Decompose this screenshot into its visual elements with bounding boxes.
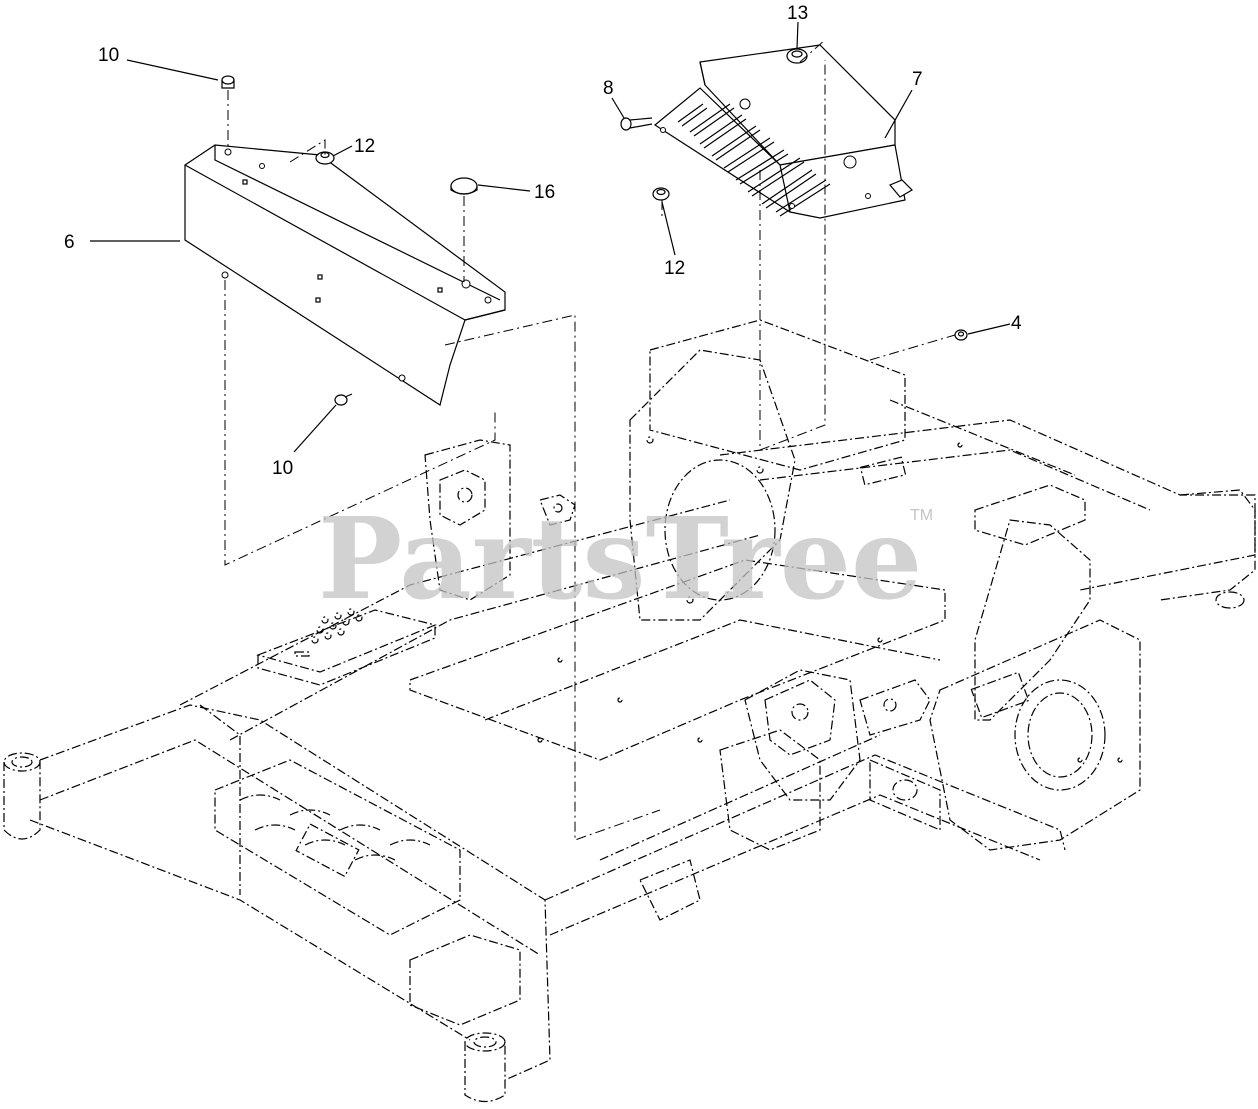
callout-16: 16 xyxy=(534,182,555,203)
part-7-slotted-cover xyxy=(653,44,913,219)
part-6-cover-panel xyxy=(184,144,506,406)
partstree-watermark: PartsTree TM xyxy=(318,494,933,625)
callout-4: 4 xyxy=(1011,313,1022,334)
callout-7: 7 xyxy=(912,69,923,90)
callout-12-left: 12 xyxy=(354,136,375,157)
callout-12-right: 12 xyxy=(664,258,685,279)
callout-8: 8 xyxy=(603,78,614,99)
part-12-grommet-right xyxy=(652,187,670,201)
callout-10-top: 10 xyxy=(98,45,119,66)
callout-labels: 10 12 16 6 10 13 8 7 12 4 xyxy=(64,3,1022,479)
part-13-grommet xyxy=(786,48,808,64)
mower-frame xyxy=(3,319,1256,1103)
part-12-grommet-left xyxy=(315,151,335,165)
leader-lines xyxy=(90,21,1011,453)
watermark-text: PartsTree xyxy=(318,494,922,625)
alignment-lines xyxy=(224,39,956,841)
part-10-screw-bottom xyxy=(334,393,353,406)
watermark-trademark: TM xyxy=(910,507,933,524)
part-4-nut xyxy=(954,329,968,341)
part-16-plug xyxy=(450,177,478,195)
callout-6: 6 xyxy=(64,232,75,253)
callout-13: 13 xyxy=(787,3,808,24)
part-10-screw-top xyxy=(221,75,235,89)
callout-10-bottom: 10 xyxy=(272,458,293,479)
part-8-bolt xyxy=(620,117,653,131)
